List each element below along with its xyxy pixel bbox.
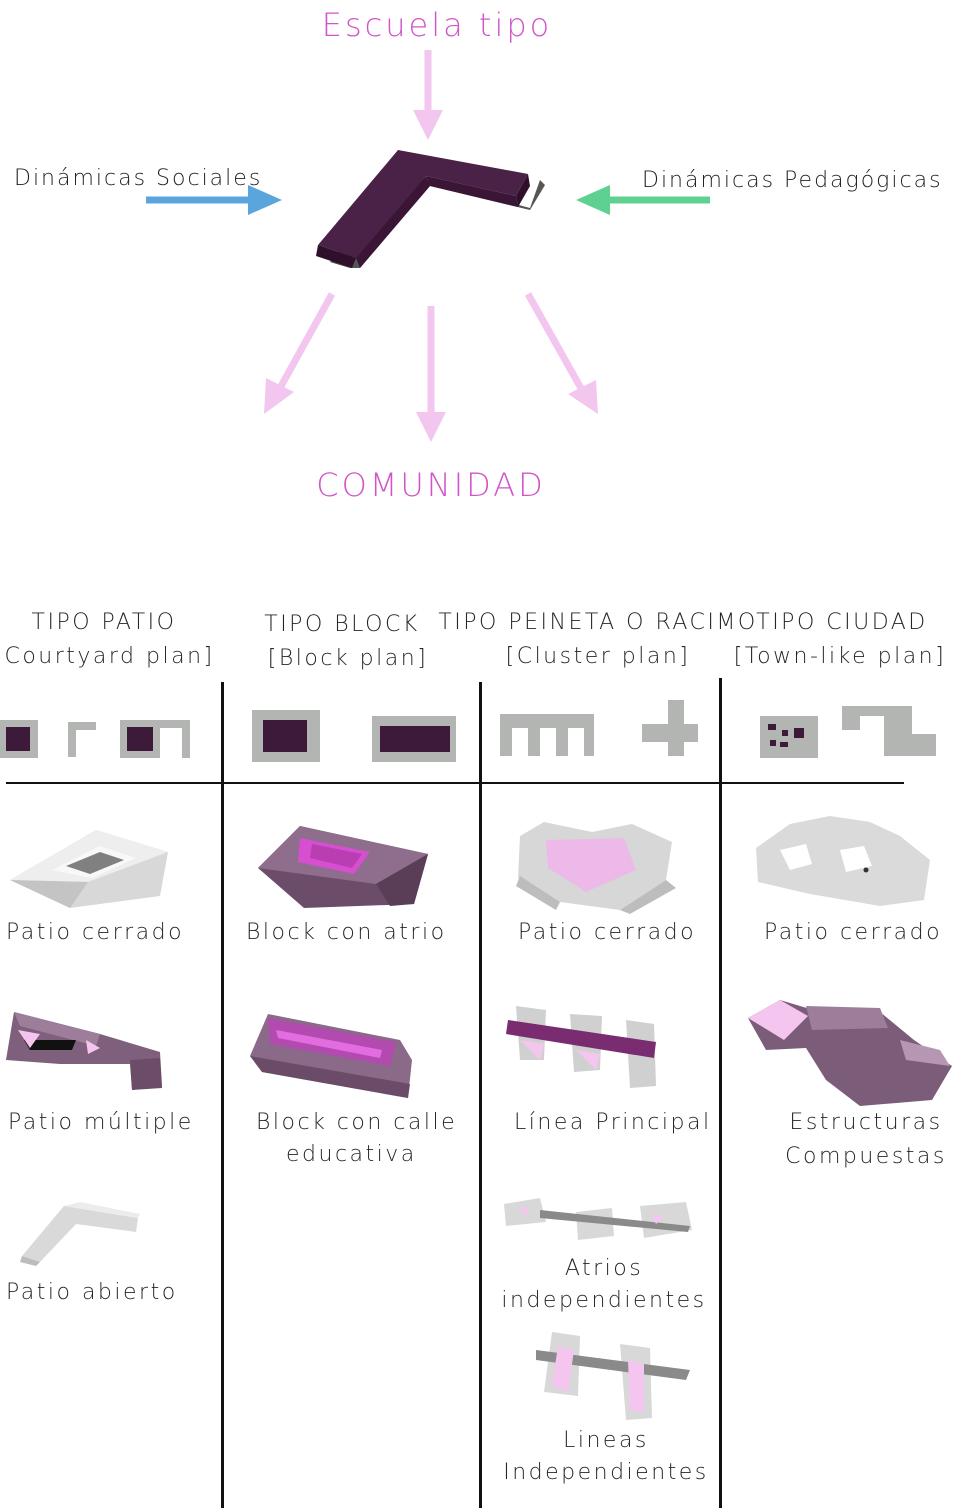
arrow-down-title bbox=[413, 50, 443, 140]
c1-item-0: Block con atrio bbox=[246, 920, 447, 945]
col-block-subtitle: [Block plan] bbox=[267, 646, 429, 671]
header-rule bbox=[6, 782, 904, 784]
c0-item-1: Patio múltiple bbox=[8, 1110, 194, 1135]
label-dinamicas-pedagogicas: Dinámicas Pedagógicas bbox=[642, 168, 943, 193]
col-peineta-title: TIPO PEINETA O RACIMO bbox=[438, 610, 758, 635]
c2-item-0: Patio cerrado bbox=[518, 920, 697, 945]
c2-item-2a: Atrios bbox=[564, 1256, 644, 1281]
c1-item-1b: educativa bbox=[286, 1142, 417, 1167]
title-escuela-tipo: Escuela tipo bbox=[321, 6, 553, 44]
c3-item-1b: Compuestas bbox=[785, 1144, 947, 1169]
c1-item-1a: Block con calle bbox=[256, 1110, 458, 1135]
c0-item-2: Patio abierto bbox=[6, 1280, 178, 1305]
divider-3 bbox=[719, 678, 722, 1508]
col-patio-title: TIPO PATIO bbox=[31, 610, 177, 635]
arrow-green bbox=[576, 185, 710, 215]
divider-2 bbox=[479, 682, 482, 1508]
c2-item-2b: independientes bbox=[501, 1288, 707, 1313]
c2-item-3b: Independientes bbox=[503, 1460, 709, 1485]
divider-1 bbox=[221, 682, 224, 1508]
col-ciudad-subtitle: [Town-like plan] bbox=[733, 644, 947, 669]
c0-item-0: Patio cerrado bbox=[6, 920, 185, 945]
label-dinamicas-sociales: Dinámicas Sociales bbox=[14, 166, 263, 191]
escuela-tipo-l-building bbox=[316, 150, 545, 268]
c2-item-1: Línea Principal bbox=[514, 1110, 712, 1135]
col-peineta-subtitle: [Cluster plan] bbox=[505, 644, 691, 669]
col-block-title: TIPO BLOCK bbox=[264, 612, 420, 637]
arrow-blue bbox=[146, 185, 282, 215]
label-comunidad: COMUNIDAD bbox=[316, 466, 546, 504]
plan-icons-row bbox=[0, 700, 936, 762]
col-patio-subtitle: [Courtyard plan] bbox=[0, 644, 215, 669]
c3-item-0: Patio cerrado bbox=[764, 920, 943, 945]
arrows-to-comunidad bbox=[264, 292, 598, 442]
c2-item-3a: Lineas bbox=[563, 1428, 649, 1453]
col-ciudad-title: TIPO CIUDAD bbox=[756, 610, 928, 635]
c3-item-1a: Estructuras bbox=[789, 1110, 943, 1135]
